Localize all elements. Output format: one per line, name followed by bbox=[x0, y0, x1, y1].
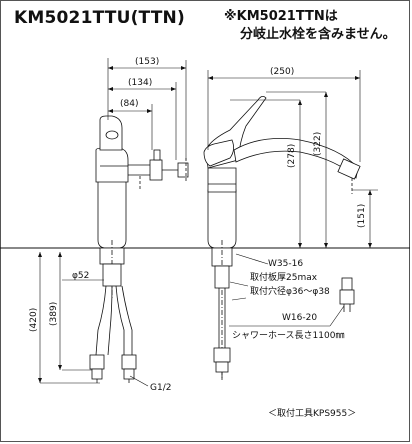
tool-label: ＜取付工具KPS955＞ bbox=[268, 409, 357, 419]
model-number: KM5021TTU(TTN) bbox=[14, 8, 185, 28]
dim-153: (153) bbox=[135, 57, 159, 67]
dim-151: (151) bbox=[357, 204, 367, 228]
arrowheads bbox=[38, 66, 372, 383]
label-hose: シャワーホース長さ1100㎜ bbox=[232, 330, 344, 341]
side-dimensions bbox=[30, 58, 187, 384]
label-w16: W16-20 bbox=[282, 313, 317, 323]
front-dimensions bbox=[129, 70, 378, 387]
dim-phi52: φ52 bbox=[72, 271, 89, 281]
dim-322: (322) bbox=[313, 132, 323, 156]
label-g12: G1/2 bbox=[150, 383, 171, 393]
label-w35: W35-16 bbox=[268, 259, 303, 269]
note-line-1: ※KM5021TTNは bbox=[224, 9, 338, 24]
front-view bbox=[203, 96, 361, 380]
label-thickness: 取付板厚25max bbox=[250, 271, 318, 283]
dim-250: (250) bbox=[270, 67, 294, 77]
side-view bbox=[89, 115, 189, 383]
dim-278: (278) bbox=[287, 144, 297, 168]
dim-134: (134) bbox=[128, 78, 152, 88]
note-line-2: 分岐止水栓を含みません。 bbox=[240, 27, 396, 42]
dim-84: (84) bbox=[120, 99, 138, 109]
label-hole: 取付穴径φ36～φ38 bbox=[250, 285, 330, 297]
dim-420: (420) bbox=[29, 308, 39, 332]
dim-389: (389) bbox=[49, 302, 59, 326]
note: ※KM5021TTNは 分岐止水栓を含みません。 bbox=[224, 8, 396, 44]
